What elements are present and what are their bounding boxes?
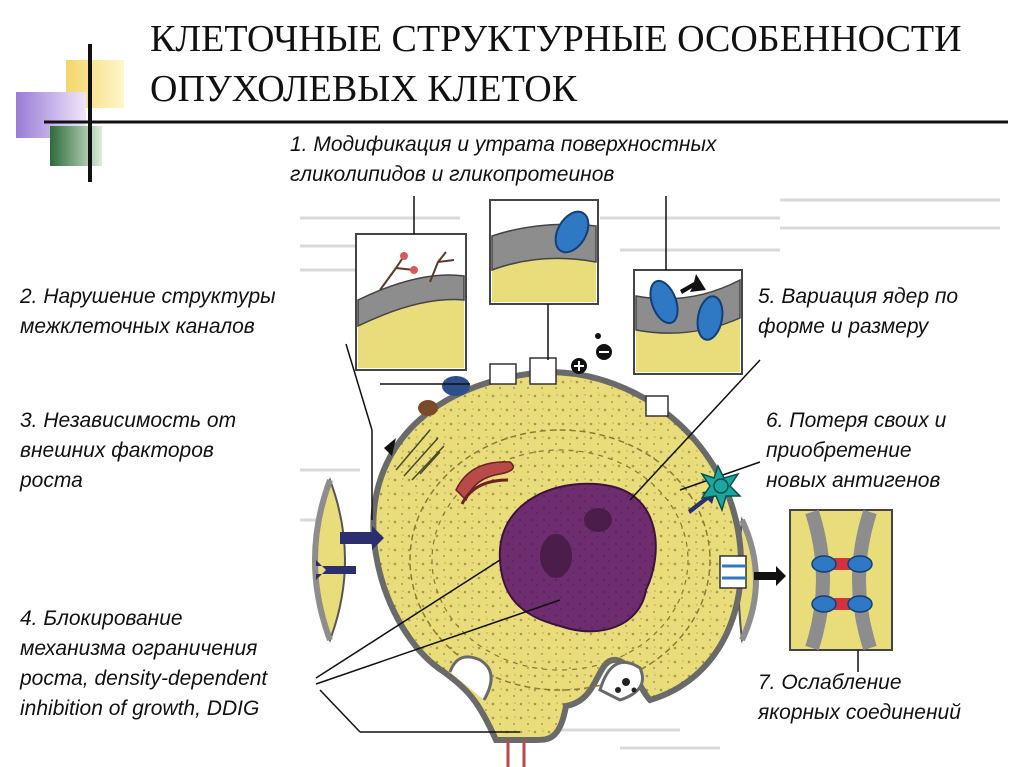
inset-anchor-junctions — [789, 509, 893, 651]
label-6-line-1: 6. Потеря своих и — [766, 409, 947, 432]
label-6-line-2: приобретение — [766, 439, 912, 462]
label-4-line-2: механизма ограничения — [20, 637, 258, 660]
pointer-lines — [315, 196, 859, 733]
label-growth-factor-independence: 3. Независимость от внешних факторов рос… — [20, 406, 236, 496]
arrows — [316, 274, 786, 586]
minus-sign-icon — [596, 344, 612, 360]
label-1-line-2: гликолипидов и гликопротеинов — [290, 163, 615, 186]
label-7-line-2: якорных соединений — [758, 701, 961, 724]
label-5-line-2: форме и размеру — [758, 315, 929, 338]
label-surface-modification: 1. Модификация и утрата поверхностных гл… — [290, 130, 716, 190]
label-1-line-1: 1. Модификация и утрата поверхностных — [290, 133, 717, 156]
title-ornament — [16, 44, 1008, 182]
label-4-line-3: роста, density-dependent — [20, 667, 268, 690]
surface-glycoproteins — [384, 376, 470, 456]
title-line-1: КЛЕТОЧНЫЕ СТРУКТУРНЫЕ ОСОБЕННОСТИ — [150, 18, 962, 60]
label-3-line-2: внешних факторов — [20, 439, 214, 462]
neighbor-cell-left — [312, 477, 347, 643]
label-anchor-junctions: 7. Ослабление якорных соединений — [758, 668, 961, 728]
label-3-line-3: роста — [20, 469, 83, 492]
label-3-line-1: 3. Независимость от — [20, 409, 237, 432]
label-4-line-1: 4. Блокирование — [20, 607, 183, 630]
title-line-2: ОПУХОЛЕВЫХ КЛЕТОК — [150, 68, 578, 110]
label-antigens: 6. Потеря своих и приобретение новых ант… — [766, 406, 946, 496]
inset-glycolipids — [355, 233, 467, 371]
plus-sign-icon — [571, 358, 587, 374]
small-dot-icon — [595, 333, 601, 339]
label-nuclei-variation: 5. Вариация ядер по форме и размеру — [758, 282, 958, 342]
label-2-line-2: межклеточных каналов — [20, 315, 255, 338]
label-6-line-3: новых антигенов — [766, 469, 941, 492]
antigen-star-icon — [700, 464, 742, 513]
label-intercellular-channels: 2. Нарушение структуры межклеточных кана… — [20, 282, 276, 342]
tumor-cell — [370, 357, 747, 767]
label-growth-restriction-block: 4. Блокирование механизма ограничения ро… — [20, 604, 267, 724]
label-7-line-1: 7. Ослабление — [758, 671, 902, 694]
label-2-line-1: 2. Нарушение структуры — [20, 285, 276, 308]
slide-title: КЛЕТОЧНЫЕ СТРУКТУРНЫЕ ОСОБЕННОСТИ ОПУХОЛ… — [150, 14, 1010, 114]
label-4-line-4: inhibition of growth, DDIG — [20, 697, 260, 720]
label-5-line-1: 5. Вариация ядер по — [758, 285, 959, 308]
inset-receptor — [489, 199, 599, 305]
